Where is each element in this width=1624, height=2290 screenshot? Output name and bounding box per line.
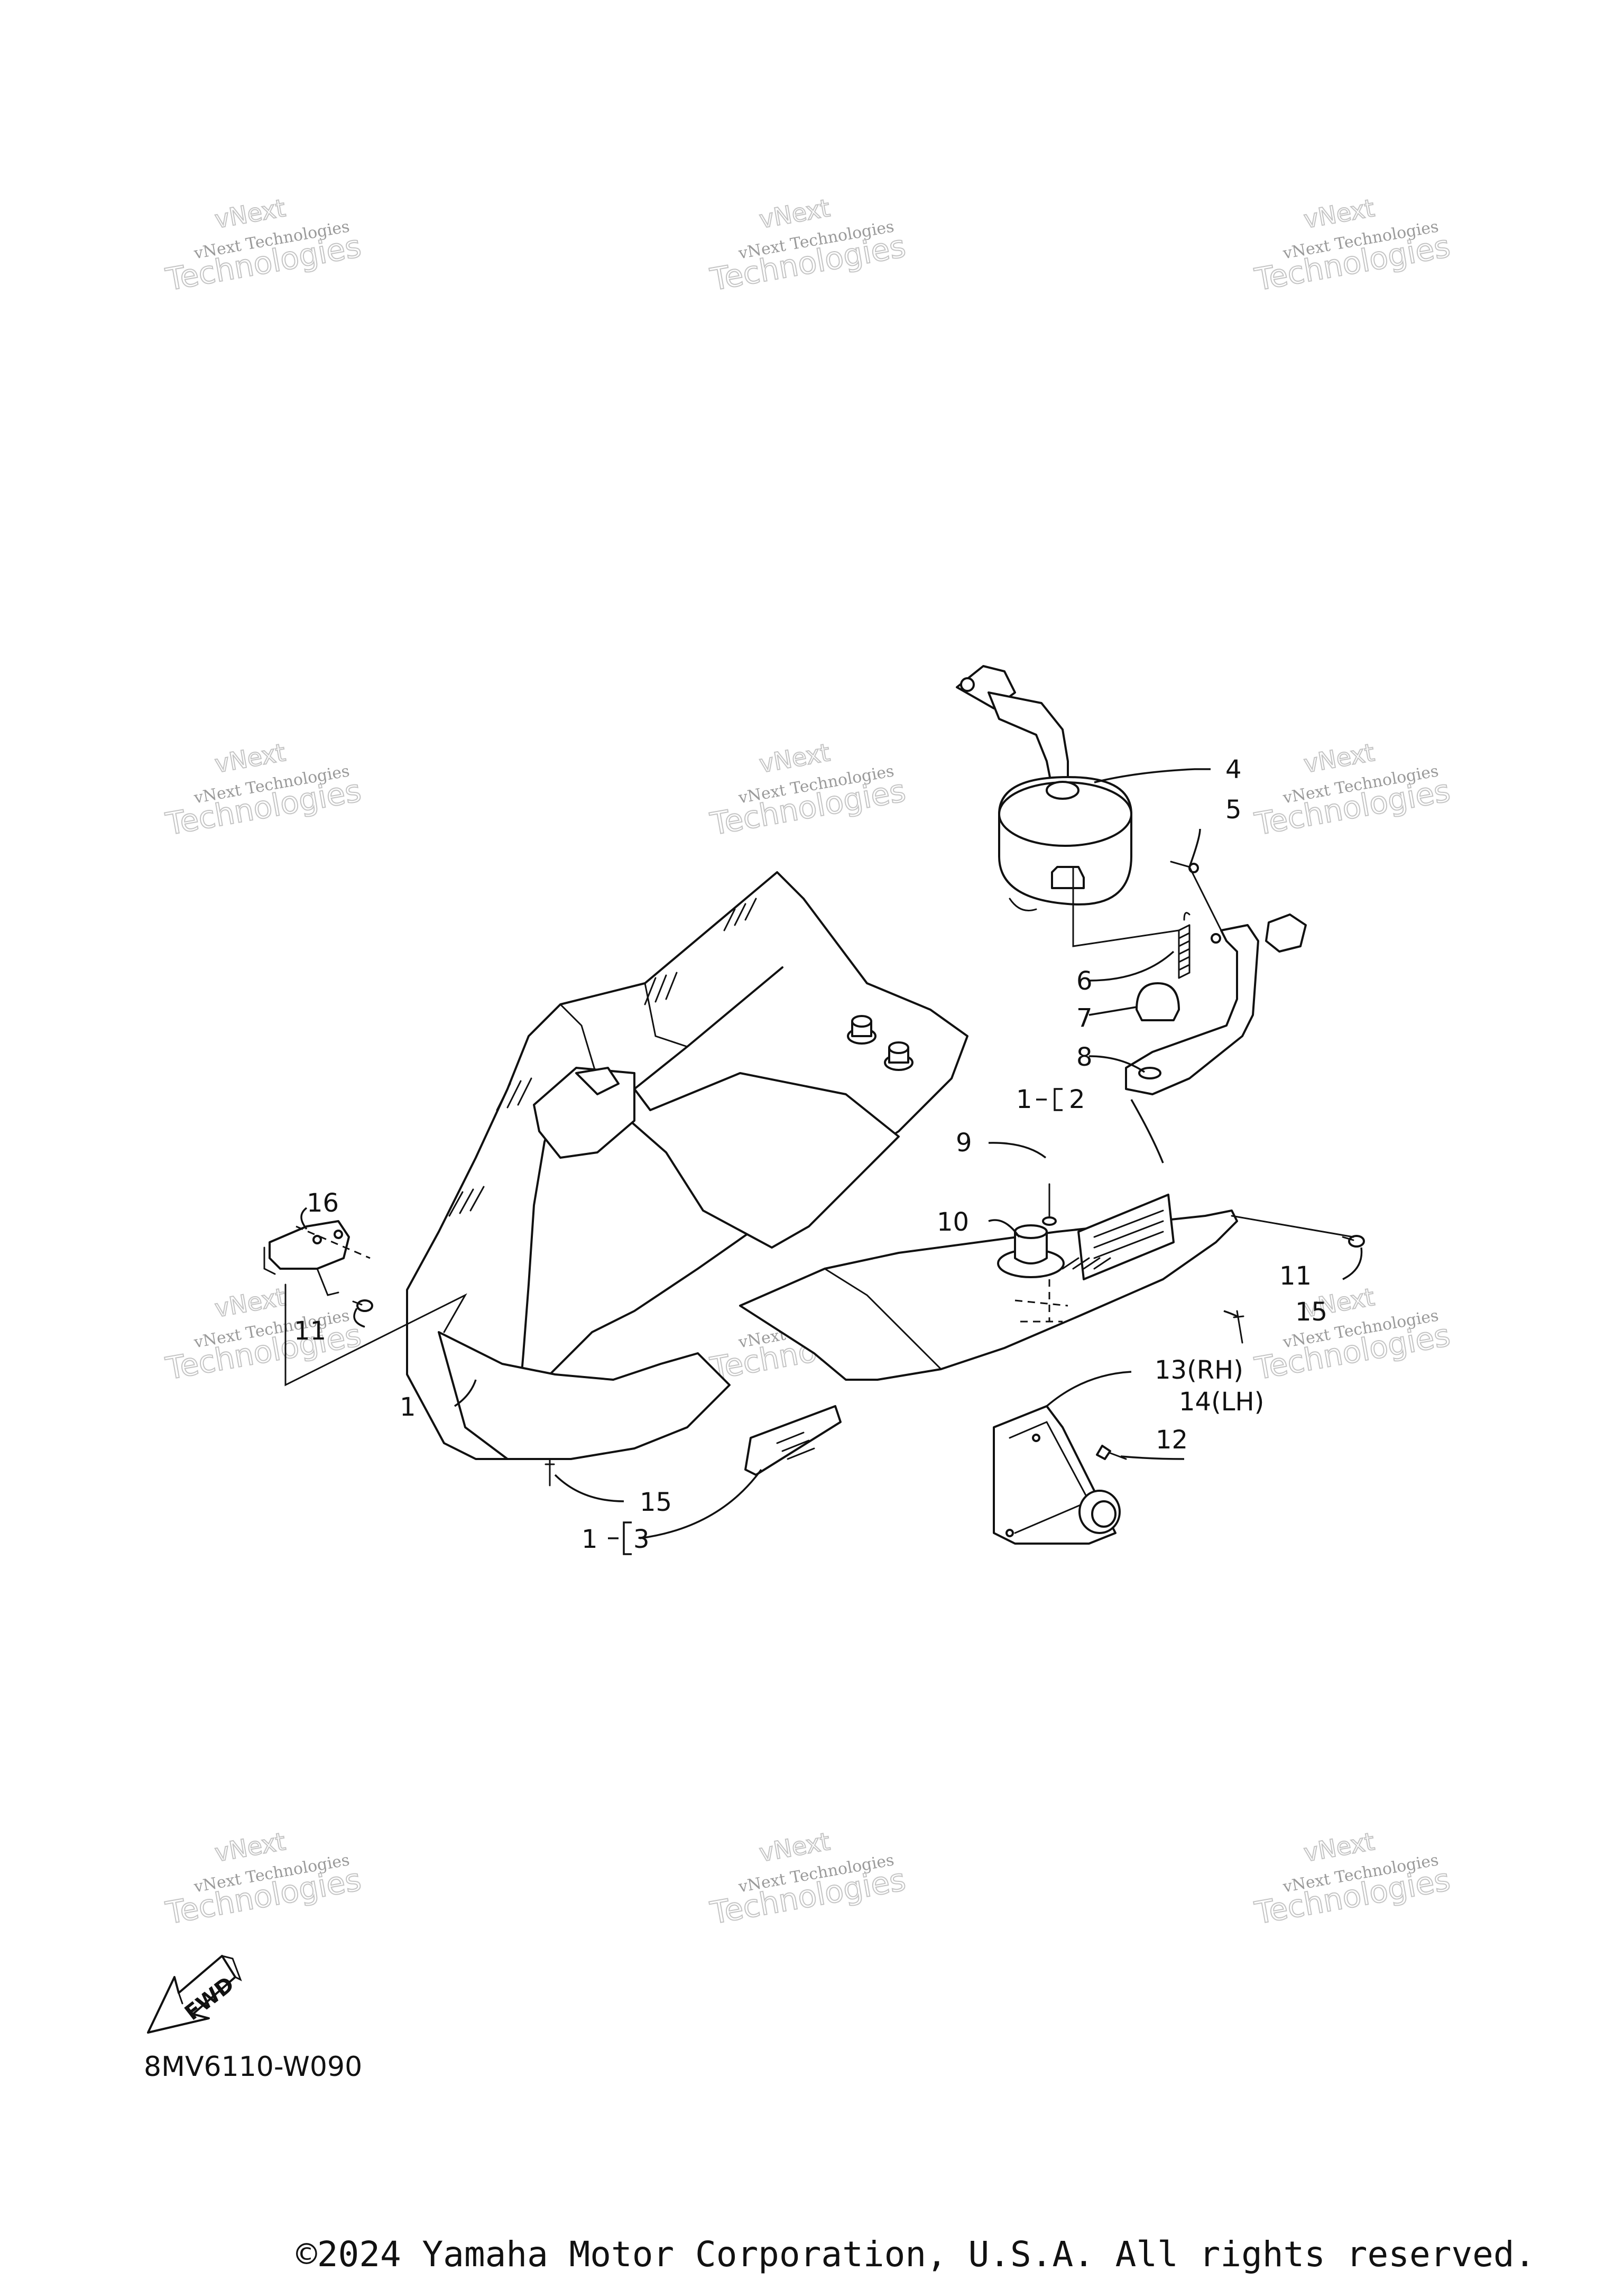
part-6-spring[interactable] bbox=[1178, 912, 1191, 979]
part-15-clip[interactable] bbox=[545, 1458, 555, 1486]
part-12-bolt[interactable] bbox=[1096, 1445, 1127, 1460]
svg-text:vNext: vNext bbox=[757, 193, 832, 234]
callout-14-lh: 14(LH) bbox=[1179, 1387, 1264, 1417]
part-5-bolt[interactable] bbox=[1170, 861, 1199, 873]
watermark: vNext vNext Technologies Technologies bbox=[1251, 1282, 1453, 1387]
part-11-rivet[interactable] bbox=[1342, 1235, 1365, 1248]
watermark: vNext vNext Technologies Technologies bbox=[1251, 737, 1453, 843]
callout-11-right: 11 bbox=[1279, 1261, 1312, 1291]
callout-5: 5 bbox=[1225, 795, 1242, 825]
leader-lines bbox=[300, 768, 1363, 1555]
svg-text:vNext: vNext bbox=[757, 738, 832, 779]
watermark: vNext vNext Technologies Technologies bbox=[162, 193, 364, 298]
assembly-lines bbox=[284, 866, 1354, 1387]
part-15-clip[interactable] bbox=[1233, 1310, 1244, 1344]
watermark: vNext vNext Technologies Technologies bbox=[162, 1282, 364, 1387]
callout-11-left: 11 bbox=[294, 1316, 326, 1346]
part-16-hook-bracket[interactable] bbox=[263, 1220, 371, 1296]
part-2-label-panel[interactable] bbox=[739, 1194, 1238, 1381]
svg-text:vNext: vNext bbox=[1302, 1827, 1377, 1868]
callout-16: 16 bbox=[307, 1188, 339, 1218]
callout-3: 3 bbox=[633, 1525, 650, 1554]
callout-15-left: 15 bbox=[640, 1488, 672, 1517]
part-11-rivet[interactable] bbox=[352, 1299, 373, 1312]
callout-2: 2 bbox=[1069, 1085, 1085, 1114]
watermark: vNext vNext Technologies Technologies bbox=[707, 1826, 909, 1932]
svg-text:vNext: vNext bbox=[213, 1282, 288, 1323]
watermark: vNext vNext Technologies Technologies bbox=[162, 737, 364, 843]
callout-1-of-3: 1 bbox=[582, 1525, 598, 1554]
callout-labels: 4 5 6 7 8 1 2 9 10 11 15 13(RH) 14(LH) 1… bbox=[294, 755, 1327, 1554]
callout-9: 9 bbox=[956, 1128, 972, 1158]
svg-text:vNext: vNext bbox=[1302, 193, 1377, 234]
watermark: vNext vNext Technologies Technologies bbox=[707, 193, 909, 298]
callout-15-right: 15 bbox=[1295, 1297, 1327, 1327]
watermark: vNext vNext Technologies Technologies bbox=[162, 1826, 364, 1932]
watermark: vNext vNext Technologies Technologies bbox=[1251, 1826, 1453, 1932]
bumper bbox=[884, 1041, 914, 1071]
svg-text:vNext: vNext bbox=[213, 738, 288, 779]
watermark: vNext vNext Technologies Technologies bbox=[707, 737, 909, 843]
bumper bbox=[847, 1015, 876, 1045]
diagram-code: 8MV6110-W090 bbox=[144, 2051, 363, 2083]
callout-1-of-2: 1 bbox=[1016, 1085, 1032, 1114]
part-10-cap[interactable] bbox=[997, 1224, 1065, 1278]
callout-12: 12 bbox=[1156, 1425, 1188, 1455]
callout-6: 6 bbox=[1076, 966, 1093, 996]
part-3-pad[interactable] bbox=[744, 1405, 842, 1476]
fwd-arrow-icon: FWD bbox=[147, 1955, 242, 2034]
part-1-hood-cover[interactable] bbox=[406, 871, 968, 1460]
copyright-notice: ©2024 Yamaha Motor Corporation, U.S.A. A… bbox=[296, 2234, 1536, 2275]
callout-13-rh: 13(RH) bbox=[1155, 1355, 1243, 1385]
callout-4: 4 bbox=[1225, 755, 1242, 784]
callout-10: 10 bbox=[937, 1207, 969, 1237]
callout-8: 8 bbox=[1076, 1042, 1093, 1072]
svg-text:vNext: vNext bbox=[1302, 738, 1377, 779]
svg-text:vNext: vNext bbox=[757, 1827, 832, 1868]
watermark: vNext vNext Technologies Technologies bbox=[1251, 193, 1453, 298]
part-7-damper[interactable] bbox=[1136, 982, 1180, 1021]
part-13-14-duct[interactable] bbox=[993, 1405, 1121, 1545]
svg-text:vNext: vNext bbox=[213, 193, 288, 234]
part-8-bracket[interactable] bbox=[1125, 913, 1307, 1095]
callout-1: 1 bbox=[400, 1392, 416, 1422]
part-9-screw[interactable] bbox=[1042, 1183, 1057, 1226]
part-4-silencer[interactable] bbox=[956, 665, 1132, 911]
svg-text:vNext: vNext bbox=[213, 1827, 288, 1868]
callout-7: 7 bbox=[1076, 1003, 1093, 1033]
